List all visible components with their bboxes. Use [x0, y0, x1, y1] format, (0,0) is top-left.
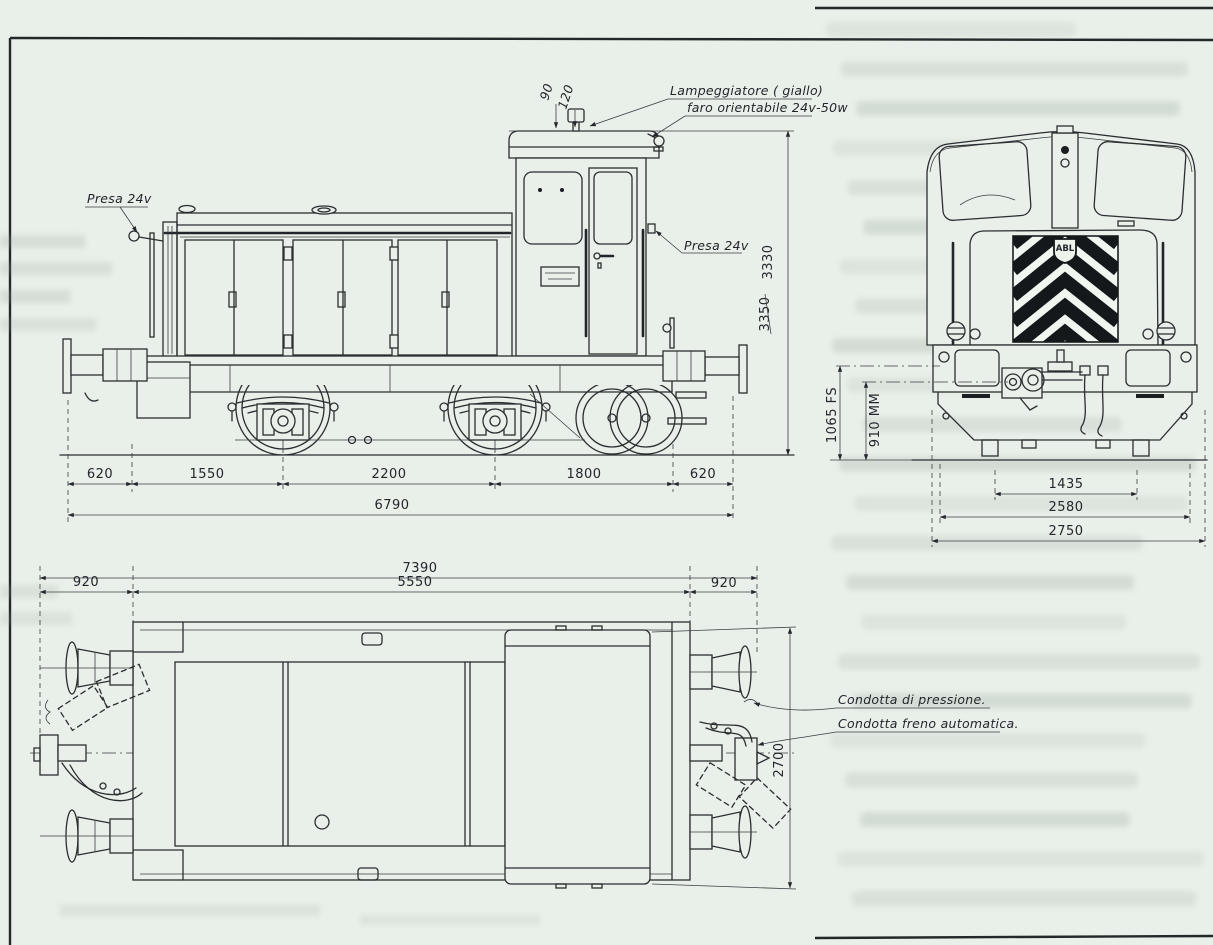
- dim-frame-length: 5550: [397, 575, 432, 590]
- dim-overhang-right: 920: [711, 576, 737, 591]
- dim-body-width: 2580: [1048, 500, 1083, 515]
- label-lampeggiatore: Lampeggiatore ( giallo): [670, 83, 823, 98]
- roof-beacon-front: [1056, 125, 1074, 134]
- cab: [508, 108, 675, 357]
- dim-90: 90: [537, 82, 556, 102]
- label-presa-front: Presa 24v: [87, 191, 152, 206]
- dim-total-length: 6790: [374, 498, 409, 513]
- cab-window: [523, 171, 583, 245]
- filler-cap: [311, 205, 337, 215]
- cab-roof: [508, 130, 660, 159]
- top-labels: Condotta di pressione. Condotta freno au…: [753, 692, 1019, 746]
- buffer-plate-right: [1125, 349, 1171, 387]
- filler-hole: [314, 814, 330, 830]
- front-lamps: [946, 321, 1176, 341]
- cab-door: [588, 167, 638, 355]
- top-view: 7390 920 5550 920 2700 Condotta di press…: [30, 561, 1019, 890]
- buffer-plate-left: [954, 349, 1000, 387]
- abl-badge-text: ABL: [1056, 244, 1075, 254]
- dim-coupling-height: 910 MM: [868, 393, 883, 447]
- wiper: [959, 194, 1016, 206]
- builder-plate: [540, 266, 580, 287]
- door-window: [593, 171, 633, 245]
- buffer-rear: [662, 344, 748, 394]
- swivel-headlight: [653, 135, 665, 147]
- top-buffers-right: [689, 645, 757, 859]
- exhaust-cap: [178, 204, 196, 214]
- front-skirt: [937, 391, 1193, 457]
- dim-top-total: 7390: [402, 561, 437, 576]
- dim-1800: 1800: [566, 467, 601, 482]
- label-brake-pipe: Condotta freno automatica.: [838, 716, 1019, 731]
- dim-wheel-gauge: 1435: [1048, 477, 1083, 492]
- dim-height-superseded: 3350: [758, 296, 773, 331]
- label-pressure-pipe: Condotta di pressione.: [838, 692, 986, 707]
- dim-overhang-left: 920: [73, 575, 99, 590]
- bleedthrough-text-left: [0, 235, 540, 925]
- beacon-lamp: [567, 108, 585, 123]
- cab-roof-plan: [504, 625, 651, 889]
- rear-handrail: [669, 317, 675, 349]
- dim-620-rear: 620: [690, 467, 716, 482]
- label-presa-cab: Presa 24v: [684, 238, 749, 253]
- abl-shield: [1053, 238, 1077, 264]
- buffer-front: [62, 338, 148, 402]
- page-frame: [8, 6, 1213, 945]
- front-window-right: [1093, 141, 1187, 221]
- chevron-panel: ABL: [1012, 235, 1119, 343]
- label-faro: faro orientabile 24v-50w: [687, 100, 848, 115]
- top-coupling-right: [689, 699, 792, 830]
- front-view: ABL: [825, 125, 1208, 547]
- side-dimensions: 3330 3350 620 1550 2200 1800 620 6790: [67, 130, 794, 522]
- dim-overall-width: 2750: [1048, 524, 1083, 539]
- engine-hood: [128, 204, 513, 359]
- dim-620-front: 620: [87, 467, 113, 482]
- brake-hose: [1080, 374, 1086, 435]
- dim-height-total: 3330: [761, 244, 776, 279]
- top-buffers-left: [40, 641, 134, 863]
- front-dimensions: 1065 FS 910 MM 1435 2580 2750: [825, 365, 1206, 547]
- front-handrail: [149, 232, 155, 338]
- front-window-left: [938, 141, 1032, 221]
- front-socket: [128, 230, 140, 242]
- dim-cab-width: 2700: [772, 742, 787, 777]
- top-coupling-left: [33, 663, 151, 802]
- running-board: [137, 355, 685, 366]
- buffer-beam: [932, 344, 1198, 437]
- brake-hose-2: [1097, 374, 1104, 437]
- cab-socket: [647, 223, 656, 234]
- dim-1550: 1550: [189, 467, 224, 482]
- dim-buffer-height: 1065 FS: [825, 387, 840, 443]
- dim-120: 120: [555, 83, 577, 111]
- dim-2200: 2200: [371, 467, 406, 482]
- top-dimensions: 7390 920 5550 920 2700: [39, 561, 797, 890]
- side-annotations: Lampeggiatore ( giallo) faro orientabile…: [85, 82, 848, 254]
- rear-lamp: [662, 323, 672, 333]
- side-view: Lampeggiatore ( giallo) faro orientabile…: [59, 82, 848, 522]
